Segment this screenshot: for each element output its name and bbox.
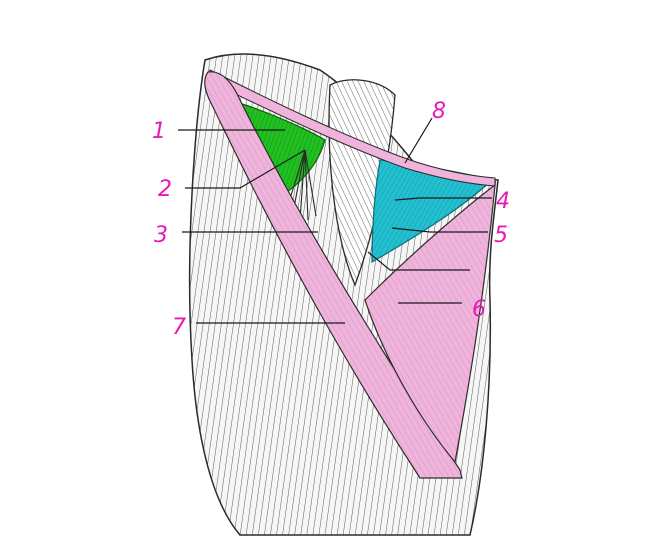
label-6: 6	[472, 297, 486, 322]
pink-band-adductor-hatching	[365, 185, 495, 462]
label-5: 5	[494, 223, 508, 248]
label-8: 8	[432, 99, 446, 124]
label-3: 3	[154, 223, 168, 248]
cyan-region-hatching	[372, 160, 492, 262]
leader-lines	[178, 117, 492, 324]
leader-line-5	[391, 227, 488, 233]
leader-line-2	[185, 149, 306, 189]
label-7: 7	[172, 315, 186, 340]
leader-line-5b	[367, 251, 470, 271]
leader-line-8	[404, 117, 433, 164]
label-4: 4	[496, 189, 510, 214]
label-1: 1	[152, 119, 166, 144]
leader-line-4	[394, 197, 492, 201]
label-2: 2	[158, 177, 172, 202]
vessel-bundle-hatching	[329, 79, 395, 285]
